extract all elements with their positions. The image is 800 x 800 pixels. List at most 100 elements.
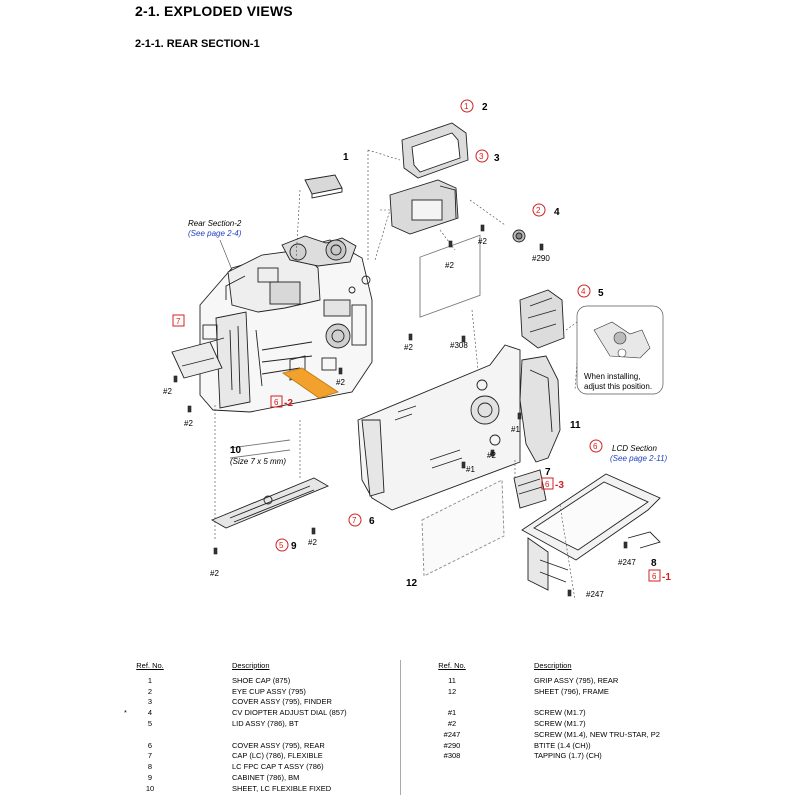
screw-label-2-g: #2 [487,451,496,460]
boxed-ref-6-b: 6 [545,480,550,489]
table-gap [130,730,390,741]
circled-ref-4: 4 [581,287,586,296]
screw-label-2-i: #2 [210,569,219,578]
table-row: 5 LID ASSY (786), BT [130,719,390,730]
ref-no-header: Ref. No. [438,661,466,670]
description-cell: COVER ASSY (795), REAR [232,740,325,750]
table-row: #308 TAPPING (1.7) (CH) [432,751,692,762]
description-cell: COVER ASSY (795), FINDER [232,697,332,707]
sheet-frame [421,479,505,577]
boxed-ref-6-c: 6 [652,572,657,581]
screw-label-308: #308 [450,341,468,350]
ref-no-cell: 10 [145,783,155,793]
description-cell: SHOE CAP (875) [232,675,291,685]
description-cell: CV DIOPTER ADJUST DIAL (857) [232,708,347,718]
description-cell: LC FPC CAP T ASSY (786) [232,762,324,772]
boxed-ref-7: 7 [176,317,181,326]
ref-no-cell: 3 [147,697,153,707]
part-label-2: 2 [482,102,488,113]
description-cell: GRIP ASSY (795), REAR [534,675,619,685]
eye-cup [401,122,469,179]
table-row: 2 EYE CUP ASSY (795) [130,687,390,698]
screw-label-2-h: #2 [308,538,317,547]
screw-label-2-d: #2 [336,378,345,387]
description-cell: SCREW (M1.4), NEW TRU-STAR, P2 [534,729,660,739]
description-header: Description [232,661,270,670]
finder-cover [389,179,459,235]
page-title: 2-1. EXPLODED VIEWS [135,3,293,19]
lid-assy-bt [519,289,565,349]
install-note-line2: adjust this position. [584,382,652,391]
shoe-cap [304,174,343,199]
screw-label-290: #290 [532,254,550,263]
screw-label-2-f: #2 [184,419,193,428]
part-label-3: 3 [494,153,500,164]
ref-no-cell: #290 [443,740,461,750]
circled-ref-5: 5 [279,541,284,550]
suffix-1: -1 [662,572,671,583]
suffix-2: -2 [284,398,293,409]
grip-assy [519,355,561,463]
screw-label-247-b: #247 [586,590,604,599]
rear-section-2-label: Rear Section-2 [188,219,242,228]
lcd-section [521,473,661,591]
flexible-cap-right [513,469,547,509]
ref-no-cell: 7 [147,751,153,761]
ref-no-cell: 6 [147,740,153,750]
description-cell: CAP (LC) (786), FLEXIBLE [232,751,323,761]
description-header: Description [534,661,572,670]
lcd-section-page-link[interactable]: (See page 2-11) [610,454,668,463]
circled-ref-2: 2 [536,206,541,215]
ref-no-cell: 5 [147,718,153,728]
new-part-mark: * [124,708,127,718]
part-label-11: 11 [570,420,581,431]
table-row: 6 COVER ASSY (795), REAR [130,741,390,752]
table-row: #290 BTITE (1.4 (CH)) [432,741,692,752]
lcd-section-label: LCD Section [612,444,657,453]
ref-no-cell: #247 [443,729,461,739]
screw-label-247-a: #247 [618,558,636,567]
description-cell: SHEET (796), FRAME [534,686,609,696]
circled-ref-6: 6 [593,442,598,451]
circled-ref-3: 3 [479,152,484,161]
table-row: #2 SCREW (M1.7) [432,719,692,730]
screw-label-2-c: #2 [404,343,413,352]
table-gap [432,697,692,708]
part-label-12: 12 [406,578,418,589]
part-label-10: 10 [230,445,242,456]
description-cell: LID ASSY (786), BT [232,718,299,728]
description-cell: SCREW (M1.7) [534,718,586,728]
screw-label-2-b: #2 [478,237,487,246]
suffix-3: -3 [555,480,564,491]
description-cell: TAPPING (1.7) (CH) [534,751,602,761]
table-divider [400,660,401,795]
part-label-4: 4 [554,207,560,218]
exploded-view-diagram: Rear Section-2 (See page 2-4) LCD Sectio… [163,99,671,601]
description-cell: BTITE (1.4 (CH)) [534,740,591,750]
install-note-line1: When installing, [584,372,640,381]
part-label-8: 8 [651,558,657,569]
ref-no-cell: #2 [447,718,457,728]
part-label-5: 5 [598,288,604,299]
rear-cover [357,234,521,511]
part-label-6: 6 [369,516,375,527]
description-cell: EYE CUP ASSY (795) [232,686,306,696]
circled-ref-7: 7 [352,516,357,525]
rear-section-2-page-link[interactable]: (See page 2-4) [188,229,242,238]
table-row: 7 CAP (LC) (786), FLEXIBLE [130,751,390,762]
part-label-1: 1 [343,152,349,163]
part-label-9: 9 [291,541,297,552]
description-cell: SCREW (M1.7) [534,708,586,718]
ref-no-cell: 2 [147,686,153,696]
table-row: 3 COVER ASSY (795), FINDER [130,697,390,708]
ref-no-cell: #308 [443,751,461,761]
lc-flexible-sheet [281,367,340,399]
